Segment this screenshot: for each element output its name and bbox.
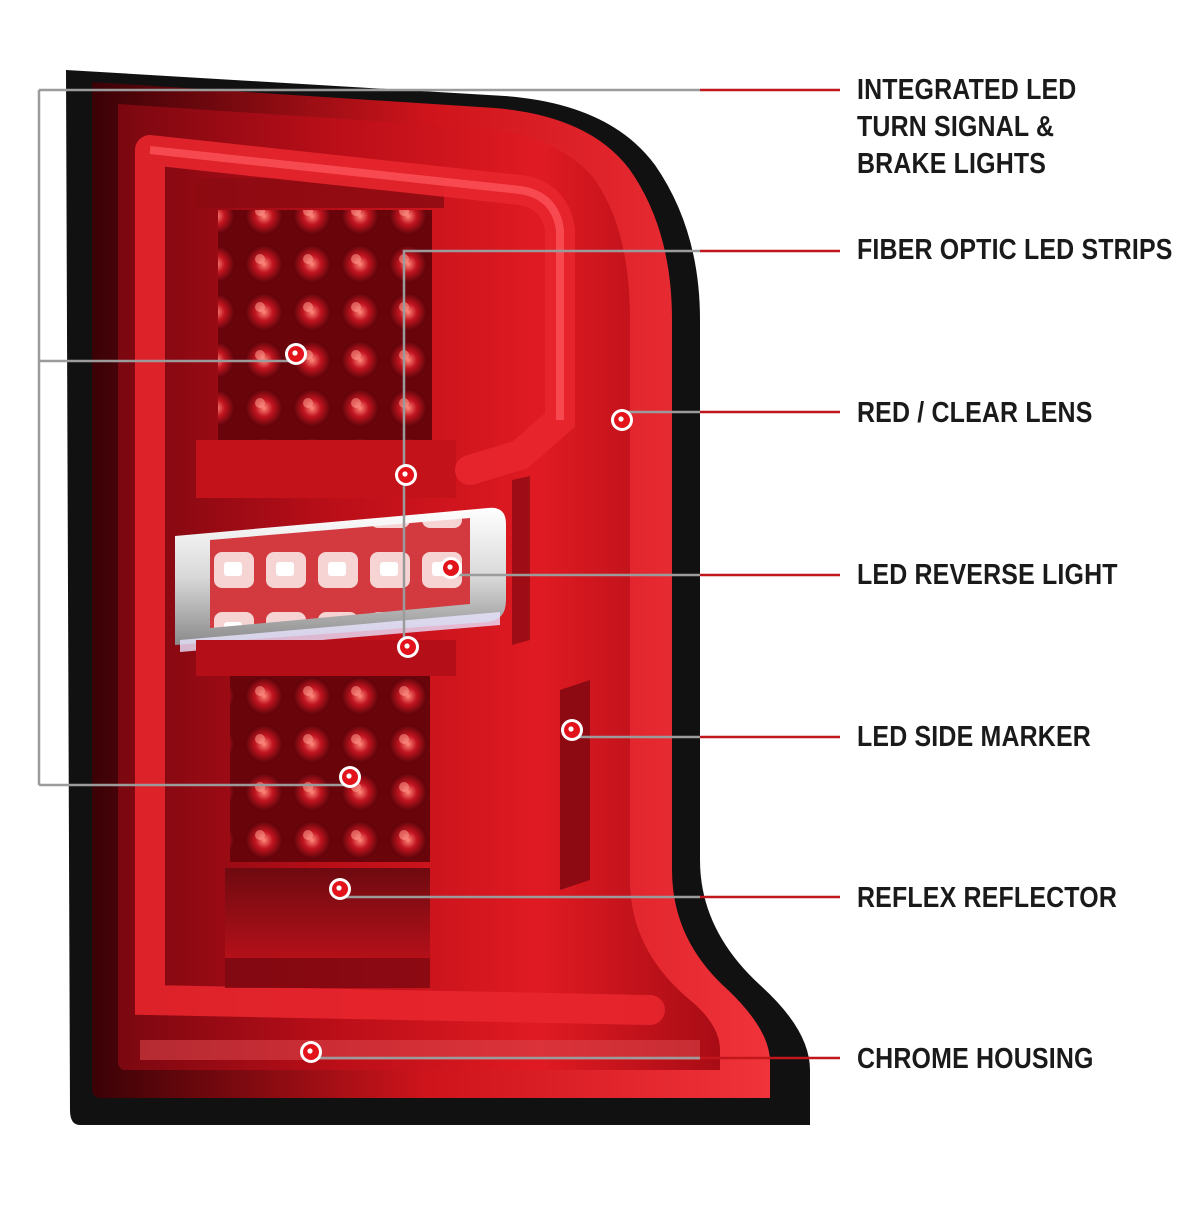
- upper-led-bank: [218, 210, 432, 440]
- callout-label-led-reverse-light: LED REVERSE LIGHT: [857, 557, 1118, 594]
- callout-line: BRAKE LIGHTS: [857, 148, 1047, 180]
- marker-led-side-marker: [561, 719, 583, 741]
- callout-markers: [285, 343, 633, 1063]
- marker-integrated-led-lower: [339, 766, 361, 788]
- callout-line: TURN SIGNAL &: [857, 111, 1055, 143]
- marker-integrated-led-upper: [285, 343, 307, 365]
- marker-fiber-optic-lower: [397, 636, 419, 658]
- callout-line: CHROME HOUSING: [857, 1043, 1094, 1075]
- side-marker-panel: [560, 680, 590, 890]
- marker-reflex-reflector: [329, 878, 351, 900]
- chrome-housing-edge: [140, 1040, 700, 1060]
- marker-chrome-housing: [300, 1041, 322, 1063]
- callout-line: LED REVERSE LIGHT: [857, 559, 1118, 591]
- callout-line: LED SIDE MARKER: [857, 721, 1091, 753]
- callout-label-fiber-optic: FIBER OPTIC LED STRIPS: [857, 232, 1173, 269]
- callout-line: REFLEX REFLECTOR: [857, 882, 1118, 914]
- marker-red-clear-lens: [611, 409, 633, 431]
- callout-line: FIBER OPTIC LED STRIPS: [857, 234, 1173, 266]
- leader-fiber-optic: [402, 249, 700, 475]
- callout-line: INTEGRATED LED: [857, 74, 1077, 106]
- marker-fiber-optic-upper: [395, 464, 417, 486]
- callout-label-integrated-led: INTEGRATED LED TURN SIGNAL & BRAKE LIGHT…: [857, 72, 1076, 183]
- callout-label-led-side-marker: LED SIDE MARKER: [857, 719, 1091, 756]
- callout-label-reflex-reflector: REFLEX REFLECTOR: [857, 880, 1117, 917]
- leader-lines: [37, 88, 840, 1060]
- callout-line: RED / CLEAR LENS: [857, 397, 1093, 429]
- lower-led-bank: [230, 672, 430, 862]
- callout-label-red-clear-lens: RED / CLEAR LENS: [857, 395, 1093, 432]
- callout-label-chrome-housing: CHROME HOUSING: [857, 1041, 1094, 1078]
- marker-led-reverse-light: [440, 557, 462, 579]
- reflex-reflector-panel: [225, 868, 430, 958]
